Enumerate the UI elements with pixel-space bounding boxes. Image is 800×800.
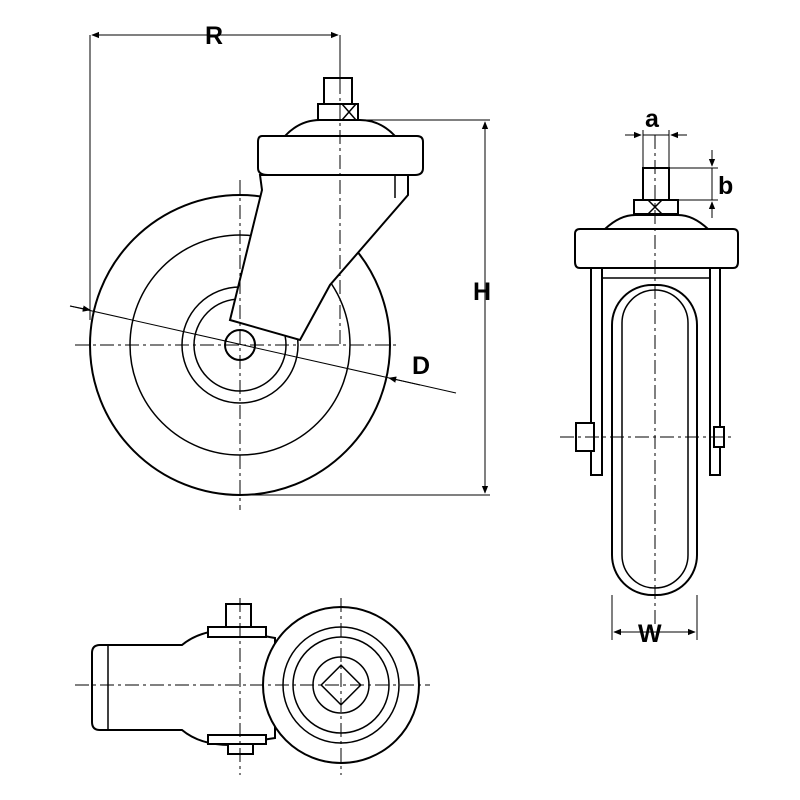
front-view [560,130,739,640]
top-upper-washer [207,626,267,638]
side-view [69,31,490,510]
label-w: W [638,620,662,648]
side-stem-bolt [323,77,353,105]
top-lower-washer [207,734,267,745]
front-plate-dome [604,214,709,230]
top-fork-body [91,628,276,747]
label-r: R [205,22,223,50]
top-stem-square [320,664,362,706]
front-fork-right [709,267,721,476]
side-nut-cross [341,103,357,121]
side-stem-nut [317,103,359,121]
top-upper-nut [225,603,252,628]
label-a: a [645,105,660,133]
label-h: H [473,278,491,306]
front-stem-bolt [642,167,670,201]
label-d: D [412,352,430,380]
side-fork [228,174,409,342]
label-b: b [718,172,733,200]
front-top-plate [574,228,739,269]
top-view [75,598,430,775]
side-wheel-tread [89,194,391,496]
